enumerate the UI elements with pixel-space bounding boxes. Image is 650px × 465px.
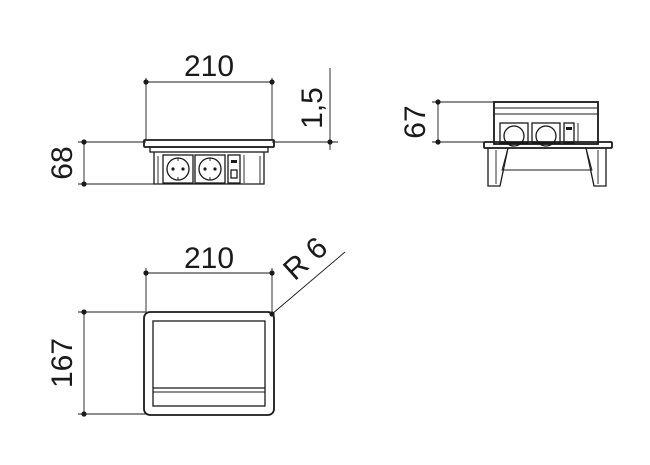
front-view: 210 1,5 68	[46, 50, 338, 187]
top-depth-label: 167	[46, 338, 79, 388]
front-width-label: 210	[184, 50, 234, 83]
side-height-dimension: 67	[399, 99, 494, 145]
front-flange-label: 1,5	[296, 87, 329, 129]
front-socket-1	[162, 154, 194, 184]
top-depth-dimension: 167	[46, 309, 146, 417]
top-radius-leader: R 6	[269, 231, 346, 317]
top-radius-label: R 6	[277, 231, 334, 287]
top-frame	[143, 311, 275, 416]
front-body	[143, 139, 275, 185]
front-height-label: 68	[46, 146, 79, 179]
side-raised-cover	[493, 101, 599, 147]
top-view: 210 R 6 167	[46, 231, 346, 417]
top-width-dimension: 210	[143, 242, 275, 312]
side-height-label: 67	[399, 105, 432, 138]
side-frame-flange	[483, 141, 613, 149]
side-housing	[487, 147, 607, 187]
top-width-label: 210	[184, 242, 234, 275]
front-socket-2	[194, 154, 226, 184]
front-data-module	[227, 154, 241, 184]
front-width-dimension: 210	[143, 50, 275, 140]
side-view: 67	[399, 99, 613, 187]
front-height-dimension: 68	[46, 139, 154, 187]
front-flange-dimension: 1,5	[272, 68, 338, 150]
